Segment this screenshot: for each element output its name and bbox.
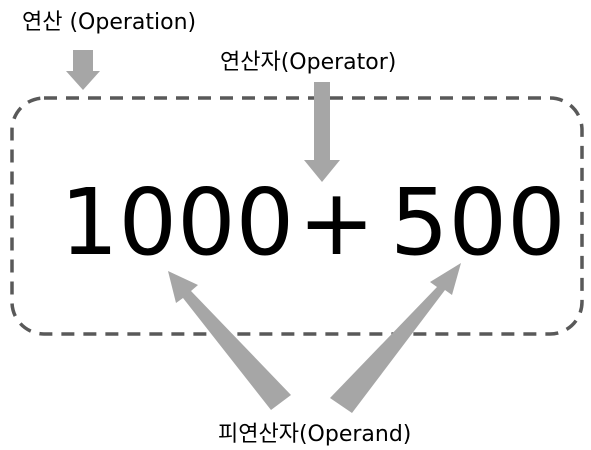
operand-right-arrow [330, 263, 461, 413]
left-operand: 1000 [60, 169, 295, 276]
operand-left-arrow [168, 271, 291, 410]
operation-arrow [66, 50, 100, 90]
operator-label: 연산자(Operator) [220, 50, 397, 75]
right-operand: 500 [390, 169, 566, 276]
operation-box [10, 96, 584, 336]
operator-symbol: + [298, 169, 376, 276]
operand-label: 피연산자(Operand) [218, 422, 412, 447]
operator-arrow [304, 82, 340, 182]
operation-label: 연산 (Operation) [22, 10, 197, 35]
